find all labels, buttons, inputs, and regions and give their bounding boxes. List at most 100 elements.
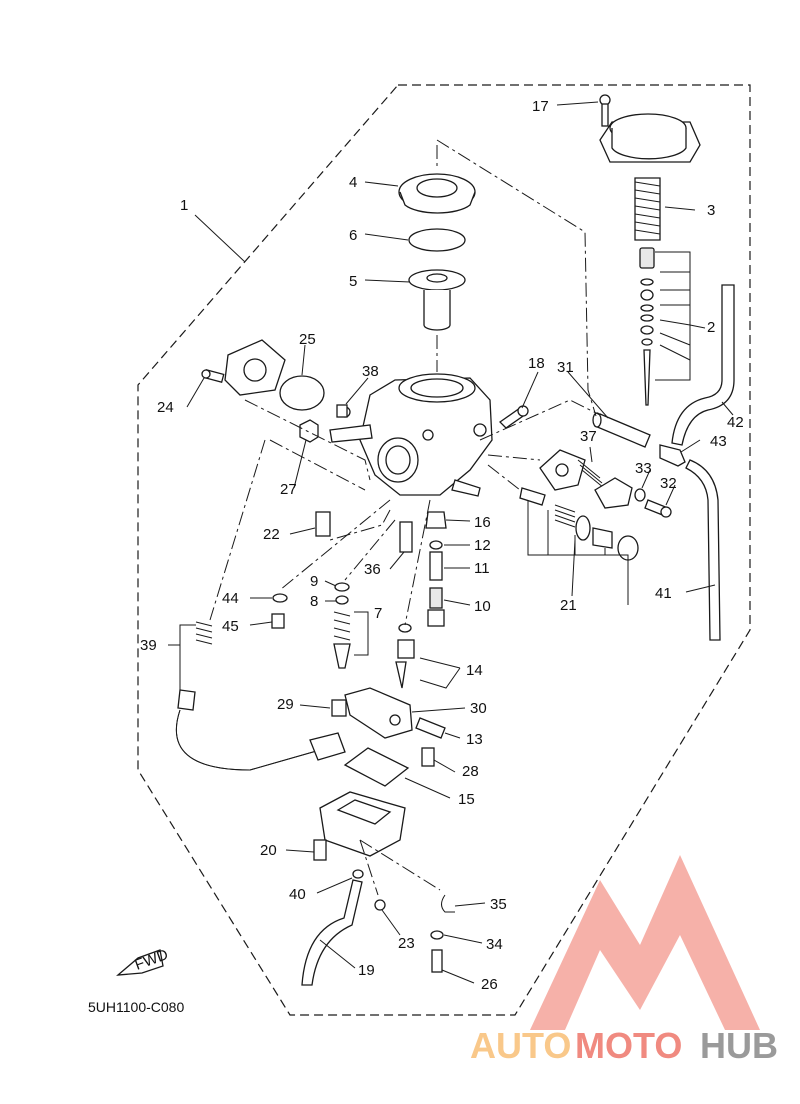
callout-2: 2 [707,319,715,336]
part-43-fitting [659,444,686,467]
callout-4: 4 [349,174,357,191]
callout-39: 39 [140,637,157,654]
part-3-spring [634,177,661,241]
fwd-arrow-icon: FWD [116,946,171,976]
part-44-washer [272,593,288,603]
part-4-diaphragm [398,173,476,214]
part-39-starter-cable [175,621,346,771]
callout-10: 10 [474,598,491,615]
callout-1: 1 [180,197,188,214]
callout-36: 36 [364,561,381,578]
callout-34: 34 [486,936,503,953]
callout-15: 15 [458,791,475,808]
part-45-screw [271,613,285,629]
part-jet-stack [425,511,447,627]
callout-14: 14 [466,662,483,679]
callout-25: 25 [299,331,316,348]
callout-29: 29 [277,696,294,713]
part-35-clip [441,894,455,913]
part-25-oring [279,375,325,411]
part-42-hose [671,284,735,446]
watermark-text: AUTO MOTO HUB [470,1025,778,1066]
part-21-pump-set [519,487,639,561]
callout-3: 3 [707,202,715,219]
callout-8: 8 [310,593,318,610]
part-top-cover [599,113,701,163]
callout-23: 23 [398,935,415,952]
part-2-needle-set [639,247,655,406]
part-41-hose [685,459,721,641]
dash-lines [209,139,601,896]
callout-11: 11 [474,560,490,577]
callout-22: 22 [263,526,280,543]
callout-37: 37 [580,428,597,445]
part-34-washer [430,930,444,940]
watermark-logo-icon [530,855,760,1030]
assembly-outline [137,84,751,1016]
callout-16: 16 [474,514,491,531]
part-15-gasket [343,747,410,787]
part-17-screw [599,94,611,127]
watermark-part-moto: MOTO [575,1025,682,1066]
part-6-oring [408,228,466,252]
leader-lines [168,101,734,984]
callout-5: 5 [349,273,357,290]
part-33-washer [634,488,646,502]
part-14-valve [395,623,415,689]
part-20-screw [313,839,327,861]
part-intake-gasket [201,339,325,411]
part-coaster-valve [594,477,633,509]
callout-44: 44 [222,590,239,607]
callout-19: 19 [358,962,375,979]
callout-13: 13 [466,731,483,748]
part-28-screw [421,747,435,767]
part-30-bracket [344,687,413,739]
callout-41: 41 [655,585,672,602]
callout-20: 20 [260,842,277,859]
watermark-part-auto: AUTO [470,1025,571,1066]
part-23-drain-screw [374,899,386,911]
part-29-screw [331,699,347,717]
part-5-piston-valve [408,269,466,331]
callout-42: 42 [727,414,744,431]
part-22-jet [315,511,331,537]
callout-9: 9 [310,573,318,590]
callout-35: 35 [490,896,507,913]
callout-33: 33 [635,460,652,477]
callout-24: 24 [157,399,174,416]
callout-45: 45 [222,618,239,635]
callout-43: 43 [710,433,727,450]
part-37-cover [539,449,605,491]
watermark-part-hub: HUB [700,1025,778,1066]
part-38-plug [336,404,348,418]
part-26-screw [431,949,443,973]
callout-40: 40 [289,886,306,903]
diagram-code: 5UH1100-C080 [88,999,184,1015]
callout-21: 21 [560,597,577,614]
callout-32: 32 [660,475,677,492]
part-36-jet [399,521,413,553]
part-27-nut [299,419,319,443]
part-13-plunger [415,717,446,739]
part-19-drain-hose [301,879,363,986]
callout-17: 17 [532,98,549,115]
part-40-clip [352,869,364,879]
callout-28: 28 [462,763,479,780]
part-31-tube [592,412,651,448]
callout-26: 26 [481,976,498,993]
part-18-adjust-screw [498,405,529,429]
callout-labels: 1 2 3 4 5 6 7 8 9 10 11 12 13 14 15 16 1… [140,98,744,993]
callout-7: 7 [374,605,382,622]
part-24-screw [201,369,225,383]
callout-18: 18 [528,355,545,372]
callout-12: 12 [474,537,491,554]
callout-27: 27 [280,481,297,498]
callout-31: 31 [557,359,574,376]
part-carburetor-body [329,373,493,497]
part-float-bowl [319,791,406,857]
callout-6: 6 [349,227,357,244]
part-pilot-screw-set [333,582,351,669]
callout-30: 30 [470,700,487,717]
callout-38: 38 [362,363,379,380]
